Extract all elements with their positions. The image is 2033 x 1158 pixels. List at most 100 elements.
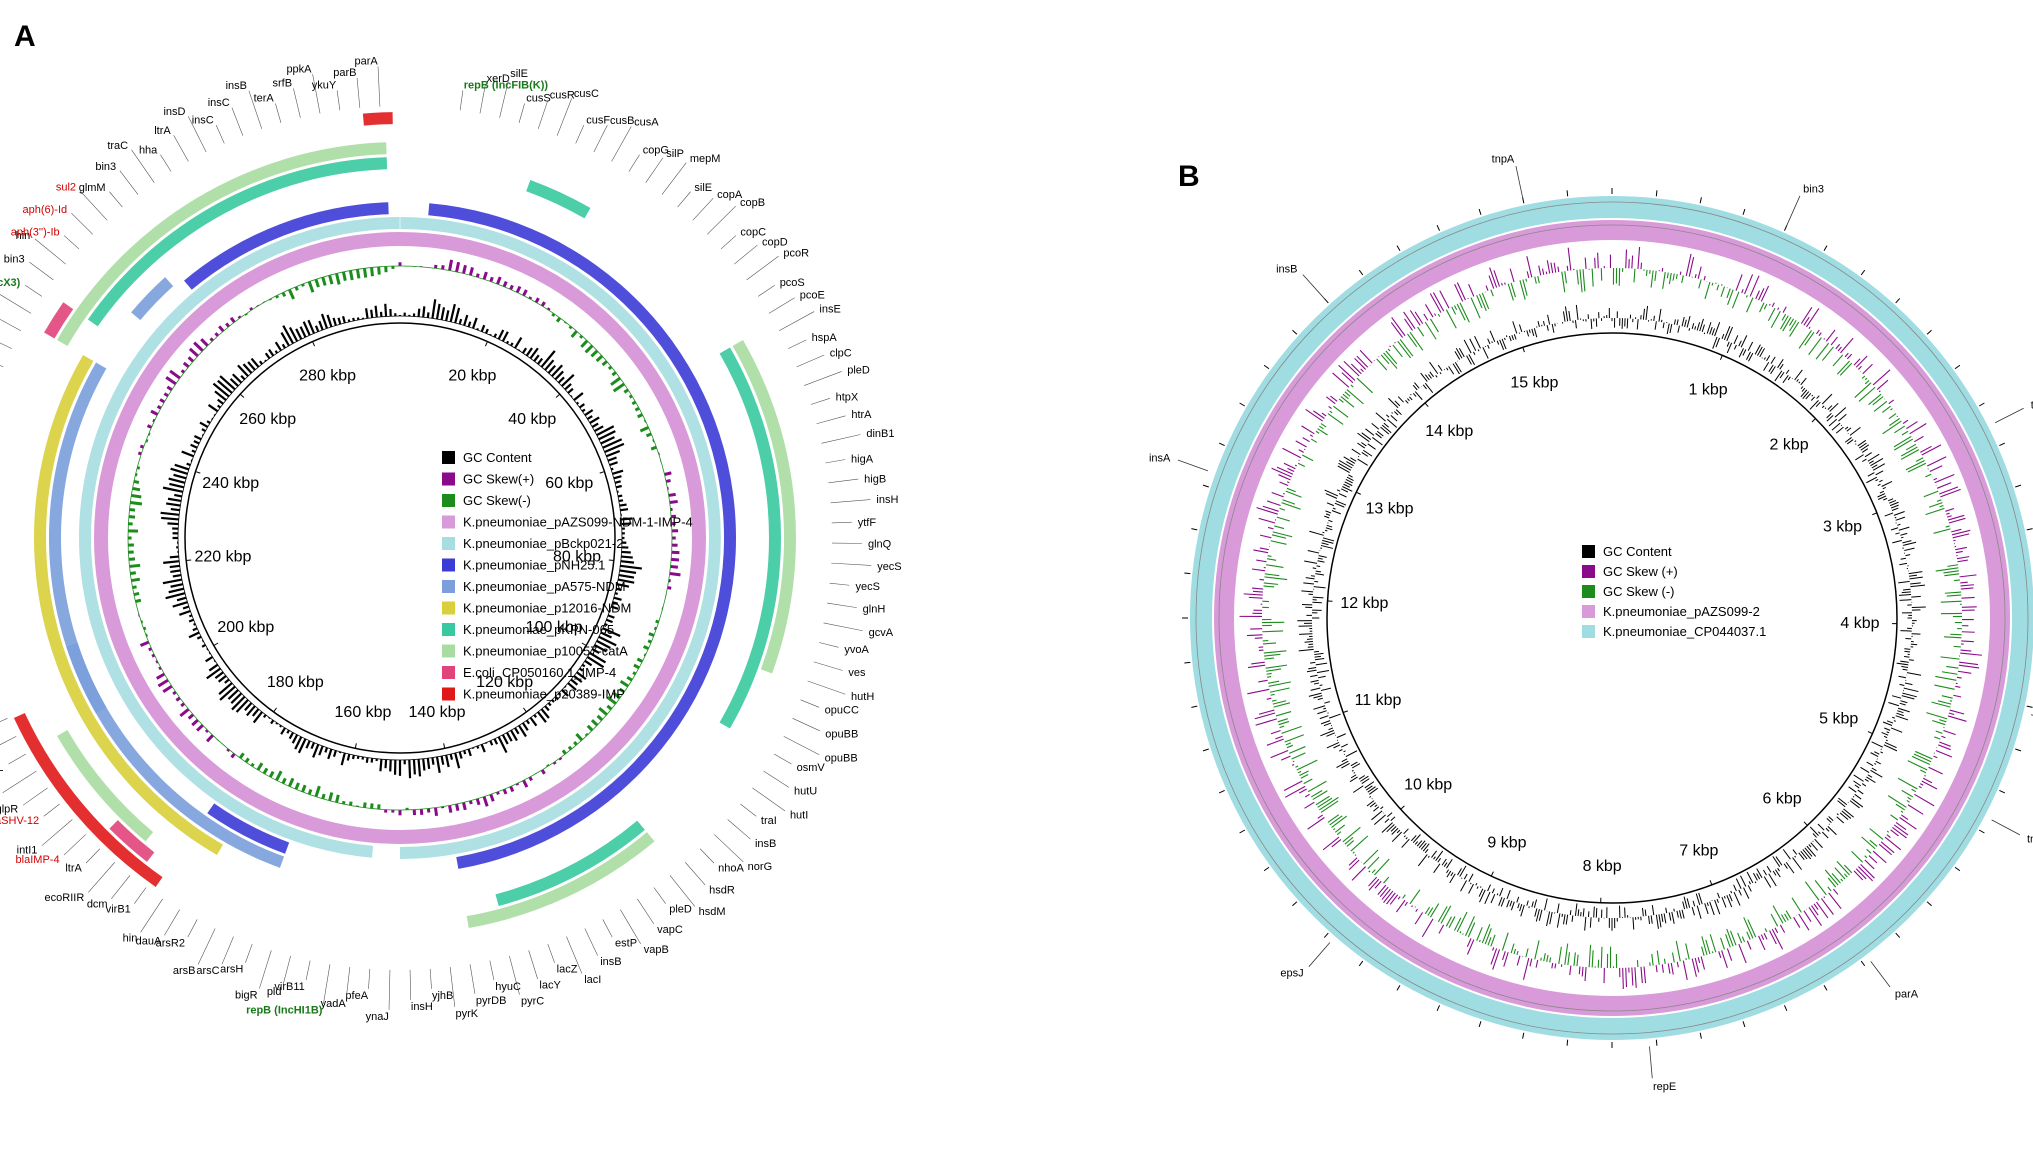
gc-content-bar [1331, 510, 1341, 515]
gc-skew-bar [1516, 950, 1519, 956]
gene-leader-line [0, 736, 17, 746]
gc-skew-bar [619, 680, 629, 688]
gc-content-bar [1899, 562, 1908, 566]
gene-leader-line [346, 967, 351, 997]
gc-skew-bar [1341, 372, 1354, 384]
gc-skew-bar [132, 585, 137, 590]
gc-skew-bar [1350, 835, 1369, 852]
gc-content-bar [1812, 840, 1814, 842]
gc-content-bar [182, 605, 190, 610]
gc-content-bar [1688, 328, 1691, 331]
gc-skew-bar [1273, 702, 1291, 708]
gene-leader-line [85, 848, 101, 864]
gc-content-bar [219, 685, 236, 701]
gc-skew-bar [586, 724, 594, 732]
gc-skew-bar [1476, 295, 1483, 309]
gene-leader-line [807, 680, 846, 695]
gc-skew-bar [1889, 418, 1900, 427]
gc-skew-bar [1266, 676, 1272, 678]
axis-tick-label: 20 kbp [448, 367, 496, 384]
gc-skew-bar [1720, 937, 1726, 950]
gc-content-bar [1763, 876, 1772, 888]
gc-skew-bar [1843, 864, 1853, 874]
gc-content-bar [1841, 810, 1852, 819]
gc-skew-bar [665, 479, 671, 483]
gc-content-bar [1846, 439, 1854, 445]
gc-skew-bar [1537, 275, 1540, 284]
gene-leader-line [1991, 819, 2021, 836]
gc-content-bar [1908, 571, 1923, 575]
gc-content-bar [1383, 422, 1390, 428]
gc-skew-bar [502, 788, 508, 795]
axis-tick-label: 12 kbp [1340, 595, 1388, 612]
gene-label: copC [740, 227, 766, 239]
gc-content-bar [1412, 384, 1418, 391]
gc-skew-bar [637, 413, 644, 419]
legend-swatch [1582, 585, 1595, 598]
gc-skew-bar [1864, 380, 1870, 385]
gc-content-bar [274, 350, 279, 354]
axis-tick [354, 743, 357, 749]
gc-skew-bar [1832, 354, 1844, 367]
gc-skew-bar [1424, 321, 1437, 340]
gene-label: lacZ [557, 963, 578, 975]
gc-skew-bar [1816, 901, 1829, 919]
gc-content-bar [170, 583, 184, 588]
outer-tick [1478, 1021, 1482, 1028]
legend-label: GC Skew(-) [463, 493, 531, 508]
gc-skew-bar [1561, 271, 1566, 293]
gc-skew-bar [1640, 966, 1643, 984]
gc-content-bar [1361, 432, 1372, 440]
axis-tick-label: 180 kbp [267, 674, 324, 691]
gc-skew-bar [314, 785, 321, 798]
gc-content-bar [1365, 428, 1375, 436]
gc-content-bar [493, 333, 498, 338]
legend-label: GC Skew (+) [1603, 564, 1678, 579]
gc-skew-bar [1409, 889, 1421, 905]
gc-content-bar [1341, 743, 1348, 748]
gc-skew-bar [1878, 390, 1881, 393]
gc-skew-bar [1437, 313, 1441, 317]
gc-content-bar [1882, 486, 1887, 490]
gc-content-bar [610, 605, 619, 610]
gc-content-bar [613, 596, 622, 601]
gc-content-bar [1474, 335, 1481, 349]
gc-skew-bar [1295, 765, 1299, 768]
gc-content-bar [240, 374, 246, 381]
gc-content-bar [1748, 352, 1754, 362]
gc-content-bar [201, 643, 206, 648]
gc-skew-bar [377, 266, 381, 275]
gc-content-bar [567, 682, 577, 691]
gc-skew-bar [1789, 321, 1800, 337]
gc-skew-bar [1944, 591, 1962, 594]
gc-content-bar [1898, 593, 1912, 596]
gc-content-bar [615, 587, 622, 592]
gc-content-bar [1838, 413, 1847, 422]
gc-skew-bar [475, 798, 481, 806]
outer-tick [1655, 1039, 1658, 1046]
gc-content-bar [1763, 361, 1770, 371]
gc-skew-bar [1414, 906, 1417, 908]
gc-skew-bar [1484, 928, 1492, 945]
gc-content-bar [1910, 584, 1926, 588]
gc-content-bar [281, 343, 286, 349]
gc-skew-bar [1344, 836, 1354, 845]
gc-skew-bar [1278, 720, 1290, 726]
gc-content-bar [1391, 831, 1403, 843]
gc-content-bar [467, 748, 472, 757]
legend-swatch [442, 472, 455, 486]
gc-skew-bar [1255, 718, 1278, 726]
gene-leader-line [746, 255, 779, 281]
gc-content-bar [312, 744, 320, 758]
gc-content-bar [270, 719, 275, 725]
gc-skew-bar [1959, 574, 1977, 578]
gc-content-bar [1902, 668, 1908, 671]
gc-skew-bar [1275, 711, 1292, 717]
gc-content-bar [1899, 702, 1906, 706]
gc-skew-bar [1379, 886, 1389, 898]
gc-content-bar [1384, 818, 1390, 823]
gc-content-bar [1584, 916, 1587, 931]
gc-content-bar [417, 759, 422, 777]
gene-label: hin [16, 230, 31, 242]
